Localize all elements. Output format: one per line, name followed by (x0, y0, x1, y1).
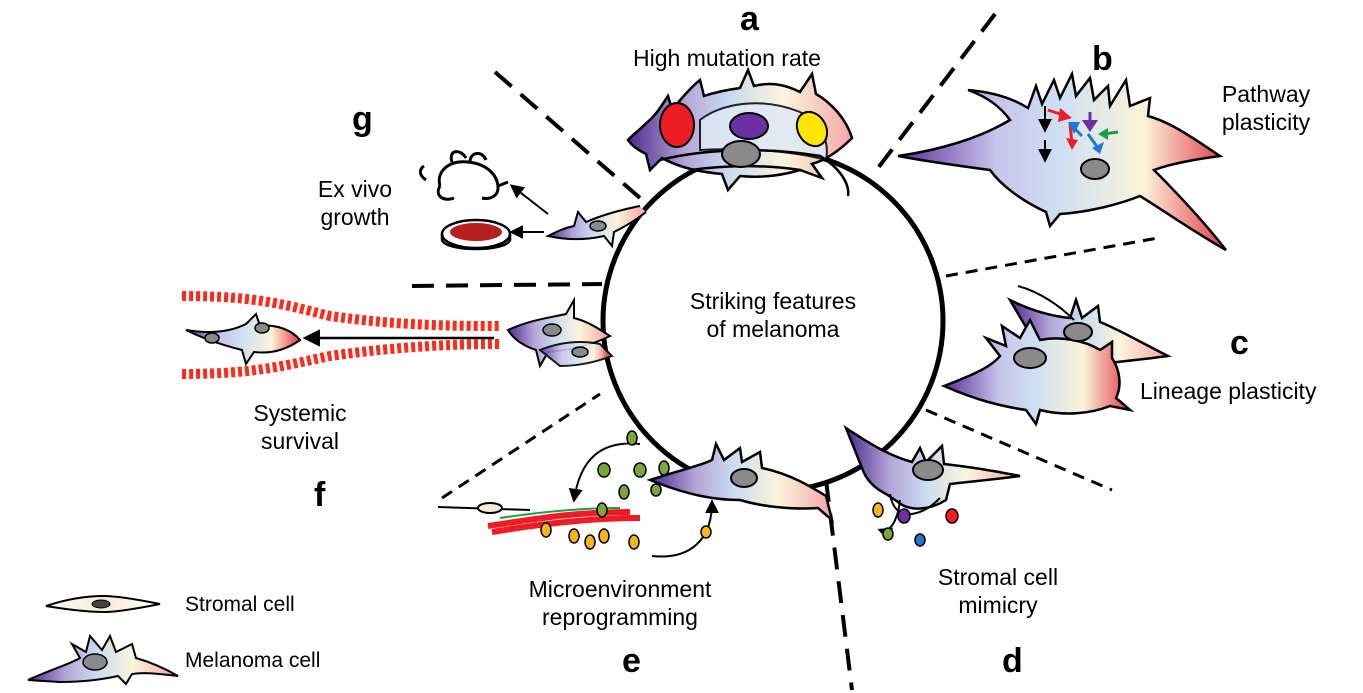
panel-f-label: Systemic survival (240, 399, 360, 455)
panel-b-cell (897, 70, 1227, 252)
panel-b-label-line2: plasticity (1221, 109, 1311, 135)
panel-e-letter: e (622, 642, 641, 680)
panel-d-letter: d (1002, 642, 1023, 680)
purple-nucleus (729, 112, 769, 140)
panel-f-letter: f (314, 476, 326, 514)
divider-g-f (411, 282, 603, 288)
panel-f-vessel (181, 291, 614, 379)
panel-a-label: High mutation rate (633, 45, 821, 71)
mouse-icon (418, 150, 509, 201)
panel-e-label-line1: Microenvironment (528, 576, 712, 602)
panel-a-letter: a (740, 0, 759, 38)
panel-g-letter: g (352, 100, 373, 138)
panel-e-label-line2: reprogramming (542, 604, 698, 630)
legend-melanoma-label: Melanoma cell (185, 649, 321, 672)
divider-c-d (925, 408, 1113, 492)
panel-b-label: Pathway plasticity (1196, 80, 1336, 136)
divider-e-f (441, 392, 601, 500)
red-nucleus (659, 102, 695, 148)
panel-e-scene (437, 430, 835, 558)
panel-c-cells (940, 285, 1173, 427)
legend (27, 594, 179, 686)
panel-a-cells (626, 66, 854, 197)
panel-f-label-line1: Systemic (253, 400, 347, 426)
panel-b-label-line1: Pathway (1221, 81, 1311, 107)
divider-b-c (945, 236, 1159, 278)
panel-c-label: Lineage plasticity (1140, 378, 1317, 404)
panel-d-label-line1: Stromal cell (937, 564, 1059, 590)
panel-g-label-line1: Ex vivo (317, 176, 393, 202)
legend-stromal-label: Stromal cell (185, 593, 295, 616)
center-title-line2: of melanoma (706, 316, 840, 342)
panel-b-letter: b (1092, 40, 1113, 78)
panel-e-label: Microenvironment reprogramming (500, 575, 740, 631)
panel-d-label: Stromal cell mimicry (918, 563, 1078, 619)
panel-c-letter: c (1230, 324, 1249, 362)
petri-dish-icon (440, 218, 512, 251)
panel-g-label: Ex vivo growth (300, 175, 410, 231)
panel-d-label-line2: mimicry (958, 592, 1038, 618)
center-title: Striking features of melanoma (663, 287, 883, 343)
panel-g-label-line2: growth (320, 204, 390, 230)
grey-nucleus (721, 140, 761, 168)
panel-d-cell (843, 424, 1021, 547)
divider-a-g (493, 70, 642, 200)
yellow-nucleus (795, 110, 829, 148)
center-title-line1: Striking features (689, 288, 857, 314)
panel-f-label-line2: survival (261, 428, 339, 454)
panel-g-scene (418, 150, 647, 251)
